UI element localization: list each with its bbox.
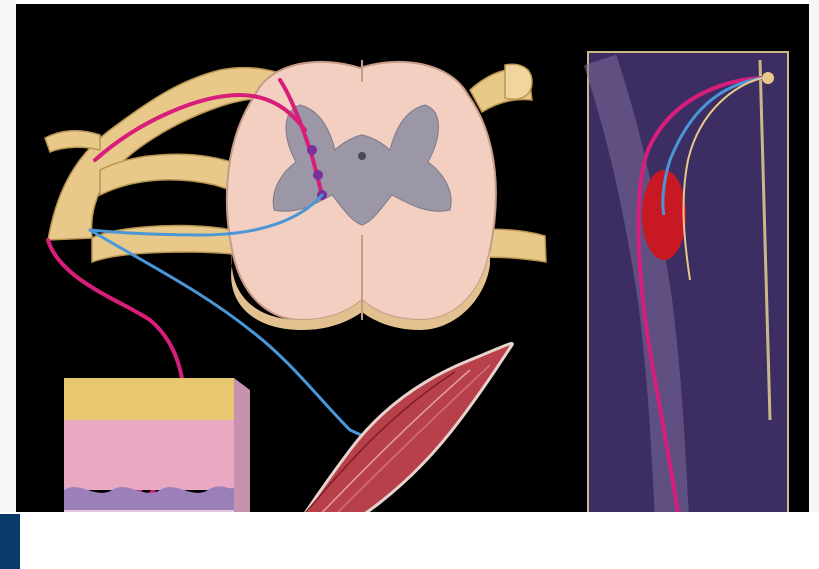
arm-panel (588, 52, 788, 568)
page-bottom-strip (0, 512, 819, 569)
page-blue-tab (0, 514, 20, 569)
